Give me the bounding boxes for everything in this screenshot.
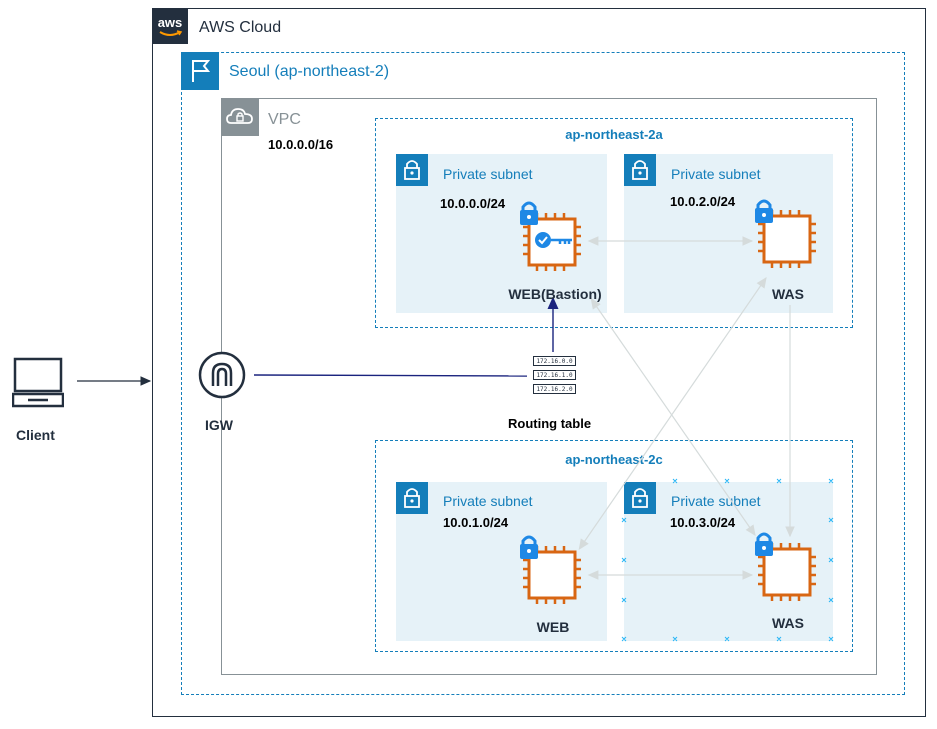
ec2-chip-icon <box>752 541 822 604</box>
subnet-title: Private subnet <box>671 166 761 182</box>
lock-icon <box>752 530 776 558</box>
lock-icon <box>396 482 428 514</box>
aws-logo-icon: aws <box>152 8 188 44</box>
routing-table-row: 172.16.0.0 <box>533 356 576 366</box>
svg-text:aws: aws <box>158 15 183 30</box>
lock-icon <box>624 154 656 186</box>
ec2-chip-icon <box>517 544 587 607</box>
subnet-title: Private subnet <box>443 493 533 509</box>
web-c-to-was-a-link <box>578 277 767 550</box>
igw-label: IGW <box>205 417 233 433</box>
lock-icon <box>752 197 776 225</box>
selection-handles <box>621 478 834 642</box>
instance-label: WEB <box>536 619 570 635</box>
subnet-cidr: 10.0.1.0/24 <box>443 515 509 530</box>
subnet-cidr: 10.0.2.0/24 <box>670 194 736 209</box>
subnet-title: Private subnet <box>443 166 533 182</box>
routing-table-row: 172.16.2.0 <box>533 384 576 394</box>
region-label: Seoul (ap-northeast-2) <box>229 63 390 80</box>
lock-icon <box>517 199 541 227</box>
routing-table-row: 172.16.1.0 <box>533 370 576 380</box>
region-group <box>181 52 905 695</box>
igw-to-routing-line <box>253 374 528 377</box>
subnet-cidr: 10.0.0.0/24 <box>440 196 506 211</box>
region-flag-icon <box>181 52 219 90</box>
vpc-cidr: 10.0.0.0/16 <box>268 137 334 152</box>
routing-table-label: Routing table <box>508 416 592 431</box>
aws-cloud-label: AWS Cloud <box>199 19 282 36</box>
az-a-label: ap-northeast-2a <box>565 127 663 142</box>
key-icon <box>532 229 574 251</box>
instance-label: WAS <box>772 615 804 631</box>
igw-icon <box>198 351 246 399</box>
instance-label: WEB(Bastion) <box>508 286 602 302</box>
bastion-to-was-c-link <box>590 298 756 536</box>
aws-cloud-group <box>152 8 926 717</box>
client-laptop-icon <box>11 356 65 408</box>
lock-icon <box>517 533 541 561</box>
instance-label: WAS <box>772 286 804 302</box>
vpc-cloud-icon <box>221 98 259 136</box>
client-label: Client <box>16 427 55 443</box>
vpc-label: VPC <box>268 111 301 128</box>
lock-icon <box>396 154 428 186</box>
